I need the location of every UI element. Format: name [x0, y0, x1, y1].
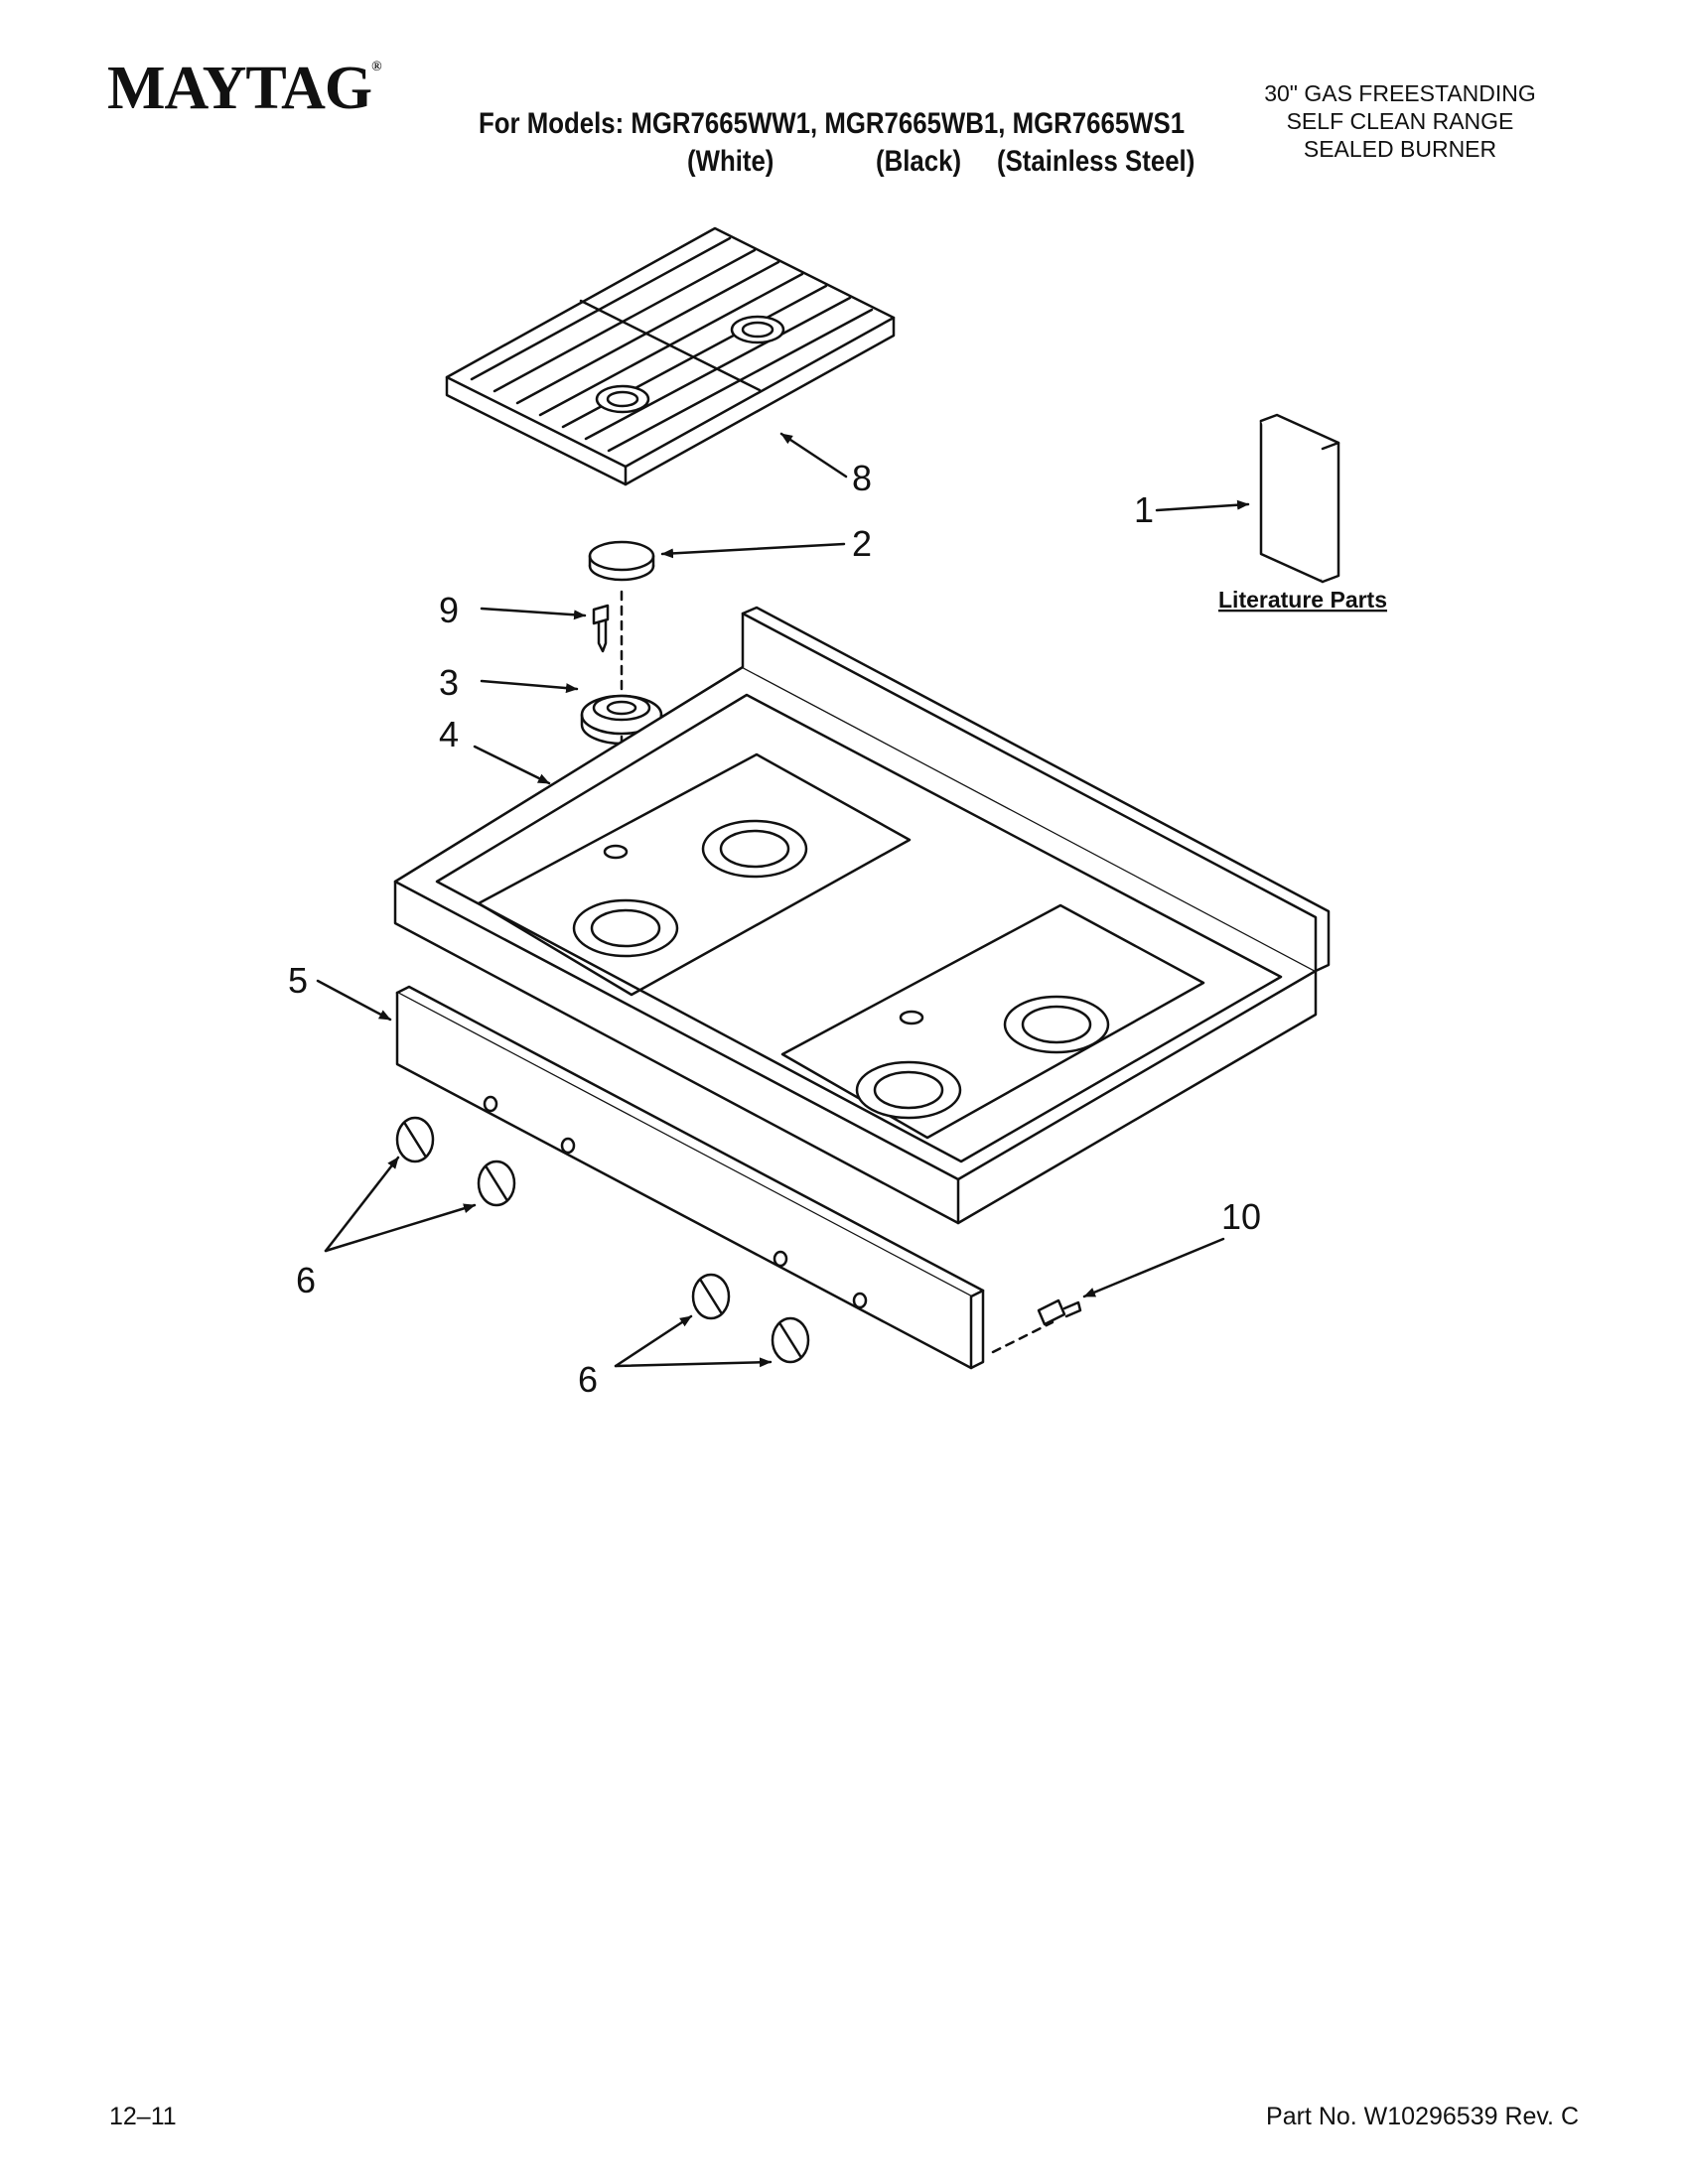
callout-1: 1 [1134, 489, 1154, 530]
literature-parts-label: Literature Parts [1218, 587, 1387, 613]
knob-part [395, 1116, 810, 1364]
callout-6: 6 [578, 1359, 598, 1400]
product-type-line: SELF CLEAN RANGE [1286, 108, 1514, 134]
literature-part [1259, 413, 1340, 584]
variant-black: (Black) [876, 145, 962, 178]
product-type-line: SEALED BURNER [1303, 136, 1497, 162]
screw-part [592, 604, 610, 653]
cooktop-part [393, 606, 1331, 1225]
brand-logo: MAYTAG® [107, 55, 382, 122]
callout-10: 10 [1221, 1196, 1261, 1237]
variant-stainless: (Stainless Steel) [997, 145, 1196, 178]
grate-part [445, 226, 896, 486]
product-type-line: 30" GAS FREESTANDING [1264, 80, 1536, 106]
burner-base-part [580, 694, 663, 746]
product-type: 30" GAS FREESTANDING SELF CLEAN RANGE SE… [1231, 79, 1569, 163]
date-code: 12–11 [109, 2103, 177, 2130]
burner-cap-part [588, 540, 655, 582]
callout-9: 9 [439, 590, 459, 630]
callout-4: 4 [439, 714, 459, 754]
control-panel-part [395, 985, 985, 1370]
callout-8: 8 [852, 458, 872, 498]
variant-white: (White) [687, 145, 774, 178]
callout-6: 6 [296, 1260, 316, 1300]
models-line: For Models: MGR7665WW1, MGR7665WB1, MGR7… [479, 107, 1186, 140]
part-number: Part No. W10296539 Rev. C [1266, 2103, 1579, 2130]
callout-5: 5 [288, 960, 308, 1001]
callout-2: 2 [852, 523, 872, 564]
side-screw-part [1037, 1298, 1082, 1326]
callout-3: 3 [439, 662, 459, 703]
